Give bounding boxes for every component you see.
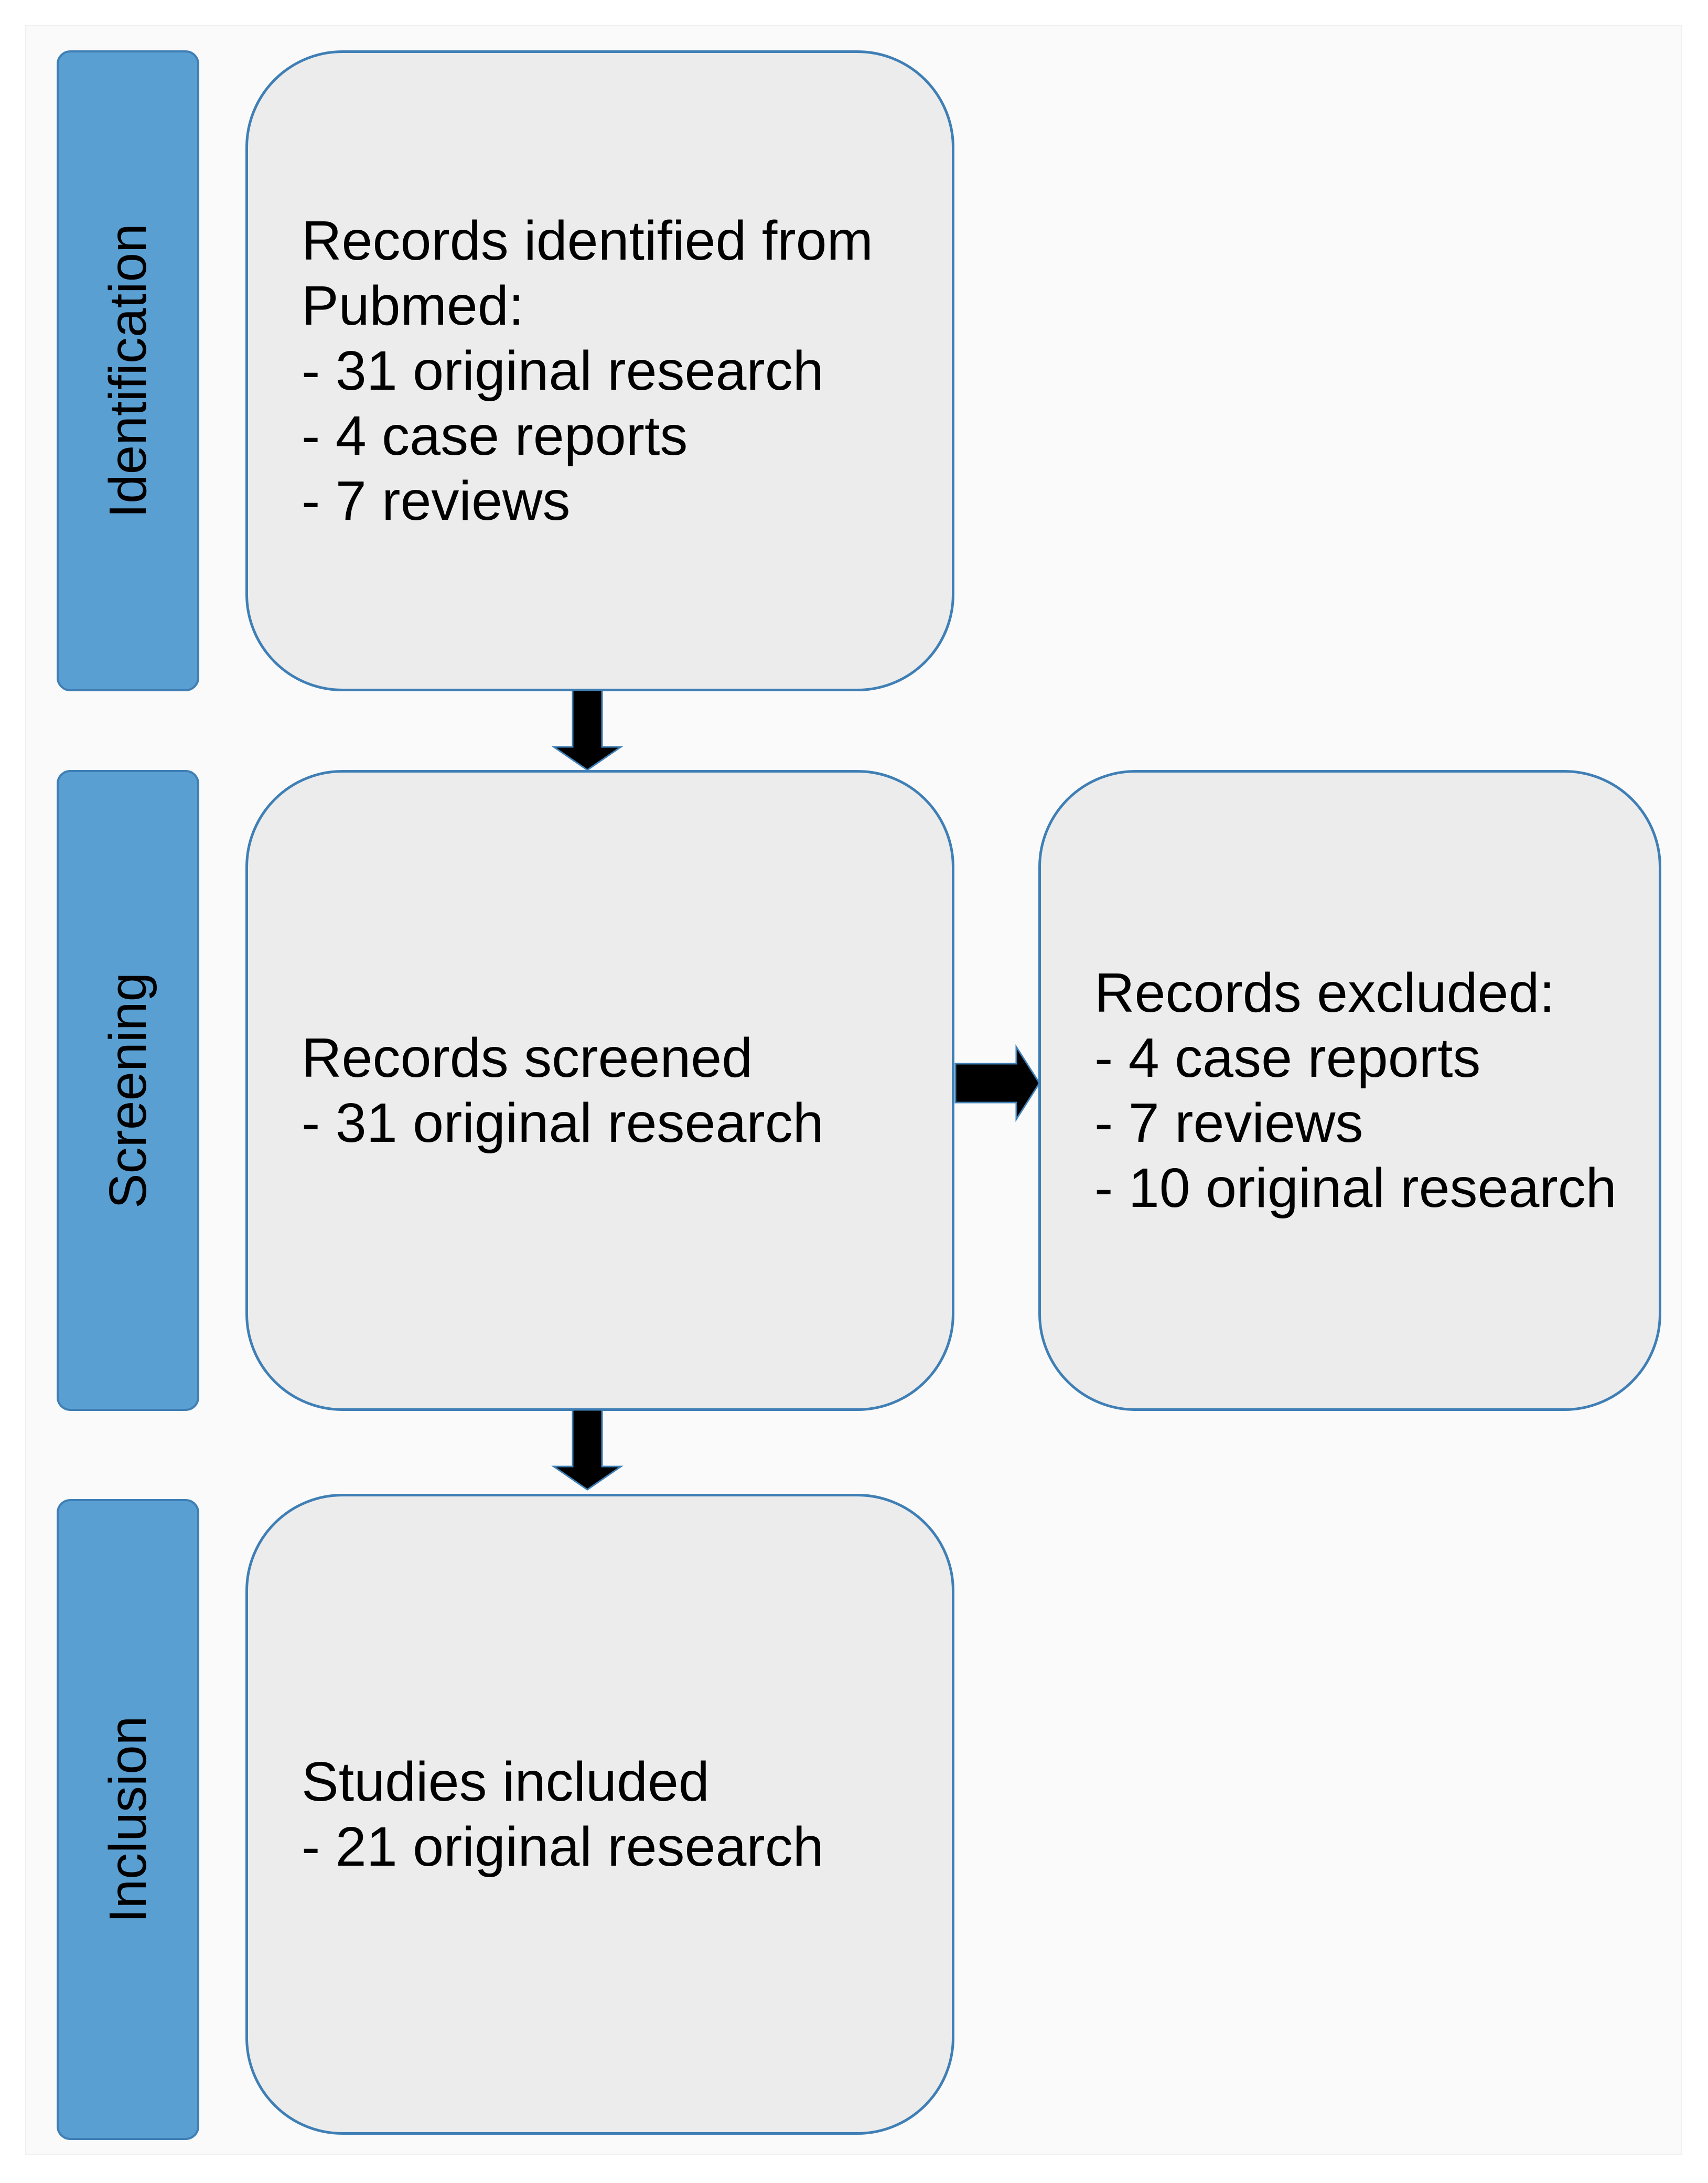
box-line: - 21 original research <box>302 1816 824 1878</box>
stage-identification: Identification <box>57 50 199 691</box>
box-records-screened: Records screened - 31 original research <box>245 770 954 1411</box>
stage-label-screening: Screening <box>99 972 157 1209</box>
stage-label-identification: Identification <box>99 223 157 518</box>
box-line: - 7 reviews <box>302 470 571 532</box>
box-line: - 4 case reports <box>1094 1026 1481 1089</box>
arrow-down-identification-to-screening <box>551 689 624 771</box>
box-line: - 7 reviews <box>1094 1092 1363 1154</box>
arrow-right-screening-to-excluded <box>954 1044 1040 1122</box>
box-studies-included: Studies included - 21 original research <box>245 1494 954 2135</box>
box-records-excluded: Records excluded: - 4 case reports - 7 r… <box>1038 770 1661 1411</box>
arrow-down-screening-to-inclusion <box>551 1409 624 1491</box>
box-line: Studies included <box>302 1750 710 1813</box>
stage-label-inclusion: Inclusion <box>99 1716 157 1923</box>
box-records-identified: Records identified from Pubmed: - 31 ori… <box>245 50 954 691</box>
stage-inclusion: Inclusion <box>57 1499 199 2140</box>
box-line: - 31 original research <box>302 1092 824 1154</box>
box-line: - 4 case reports <box>302 405 688 467</box>
box-line: Pubmed: <box>302 274 524 337</box>
box-line: - 10 original research <box>1094 1157 1617 1219</box>
box-line: Records identified from <box>302 209 873 272</box>
stage-screening: Screening <box>57 770 199 1411</box>
box-line: - 31 original research <box>302 339 824 402</box>
box-line: Records excluded: <box>1094 961 1555 1024</box>
box-line: Records screened <box>302 1026 753 1089</box>
